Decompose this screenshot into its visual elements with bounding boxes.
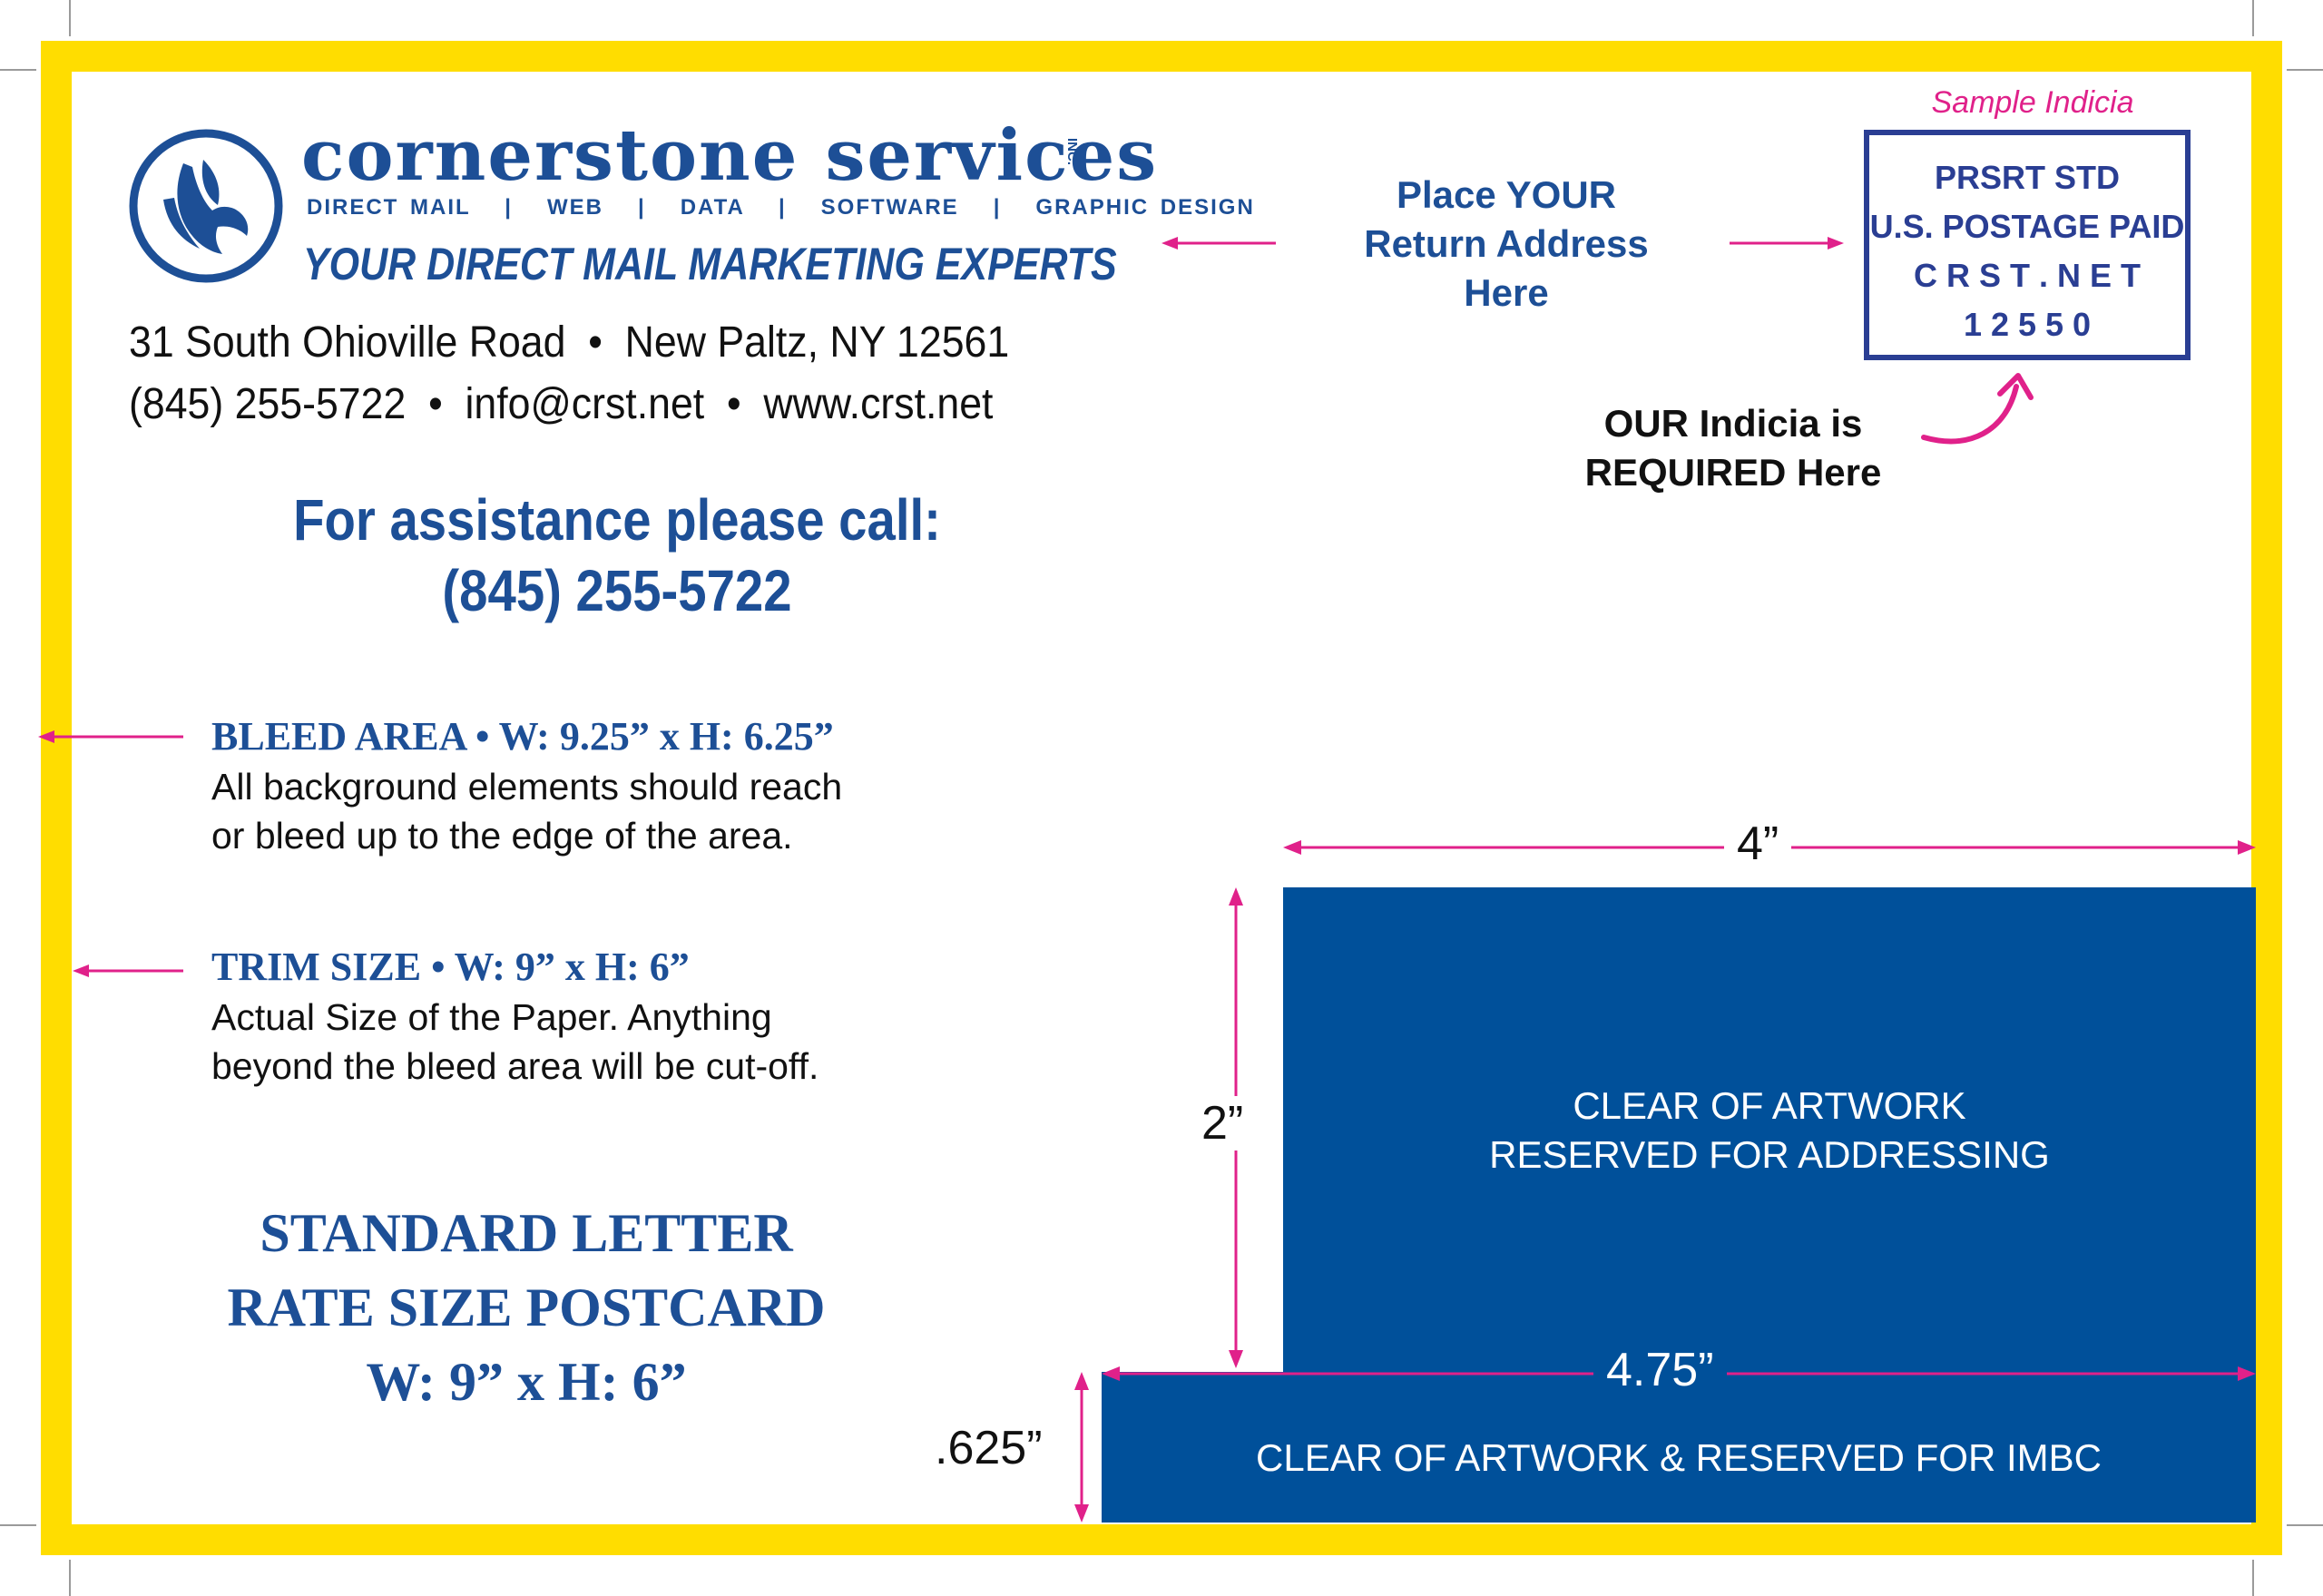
return-line-3: Here: [1464, 271, 1549, 314]
indicia-line-4: 1 2 5 5 0: [1963, 306, 2092, 343]
brand-tagline: YOUR DIRECT MAIL MARKETING EXPERTS: [303, 239, 1117, 289]
dimension-height-625: .625”: [935, 1422, 1043, 1474]
arrow-left-icon: [1162, 237, 1276, 250]
crop-mark: [0, 69, 36, 71]
trim-line-1: Actual Size of the Paper. Anything: [211, 996, 772, 1038]
indicia-box: PRSRT STD U.S. POSTAGE PAID C R S T . N …: [1864, 130, 2191, 360]
service-item: WEB: [546, 195, 603, 220]
trim-line-2: beyond the bleed area will be cut-off.: [211, 1045, 819, 1087]
indicia-line-2: U.S. POSTAGE PAID: [1869, 208, 2185, 245]
standard-line-3: W: 9” x H: 6”: [366, 1352, 687, 1412]
phone: (845) 255-5722: [129, 380, 407, 428]
indicia-line-3: C R S T . N E T: [1913, 257, 2141, 294]
return-line-2: Return Address: [1364, 222, 1649, 265]
address-zone-line-2: RESERVED FOR ADDRESSING: [1489, 1133, 2050, 1176]
separator: |: [778, 195, 787, 220]
indicia-required-note: OUR Indicia is REQUIRED Here: [1543, 399, 1924, 497]
standard-title: STANDARD LETTER RATE SIZE POSTCARD W: 9”…: [181, 1196, 871, 1419]
dimension-height-2: 2”: [1196, 1096, 1250, 1150]
address-line-2: (845) 255-5722 • info@crst.net • www.crs…: [129, 379, 993, 429]
required-line-2: REQUIRED Here: [1584, 451, 1882, 494]
arrow-left-icon: [38, 730, 183, 743]
address-zone-line-1: CLEAR OF ARTWORK: [1573, 1084, 1966, 1127]
bullet: •: [428, 380, 443, 428]
crop-mark: [0, 1524, 36, 1526]
indicia-line-1: PRSRT STD: [1934, 159, 2120, 196]
arrow-left-icon: [73, 964, 183, 977]
standard-line-2: RATE SIZE POSTCARD: [227, 1278, 826, 1337]
crop-mark: [69, 0, 71, 36]
brand-services: DIRECT MAIL | WEB | DATA | SOFTWARE | GR…: [307, 195, 1255, 220]
bleed-line-2: or bleed up to the edge of the area.: [211, 815, 793, 857]
bullet: •: [726, 380, 741, 428]
service-item: DIRECT MAIL: [307, 195, 471, 220]
dimension-width-4: 4”: [1724, 817, 1792, 871]
sample-indicia-label: Sample Indicia: [1931, 85, 2134, 120]
separator: |: [637, 195, 646, 220]
address-zone-label: CLEAR OF ARTWORK RESERVED FOR ADDRESSING: [1283, 1082, 2256, 1180]
eagle-logo-icon: [129, 129, 283, 283]
assistance-phone: (845) 255-5722: [442, 558, 792, 623]
bleed-line-1: All background elements should reach: [211, 766, 843, 808]
imbc-zone-label: CLEAR OF ARTWORK & RESERVED FOR IMBC: [1256, 1436, 2102, 1479]
brand-name: cornerstone services: [301, 114, 1159, 197]
crop-mark: [2287, 69, 2323, 71]
service-item: DATA: [680, 195, 744, 220]
crop-mark: [2252, 0, 2254, 36]
city: New Paltz, NY 12561: [624, 318, 1010, 367]
bullet: •: [588, 318, 603, 367]
trim-title: TRIM SIZE • W: 9” x H: 6”: [211, 945, 690, 989]
arrow-right-icon: [1730, 237, 1844, 250]
standard-line-1: STANDARD LETTER: [260, 1203, 793, 1263]
dimension-arrow-625: [1074, 1372, 1089, 1523]
trim-frame: [41, 41, 2282, 1555]
website-link[interactable]: www.crst.net: [763, 380, 994, 428]
return-line-1: Place YOUR: [1396, 173, 1616, 216]
crop-mark: [2252, 1560, 2254, 1596]
return-address-note: Place YOUR Return Address Here: [1307, 171, 1706, 318]
curved-arrow-icon: [1921, 373, 2034, 445]
crop-mark: [2287, 1524, 2323, 1526]
assistance-heading: For assistance please call:: [293, 487, 941, 553]
bleed-title: BLEED AREA • W: 9.25” x H: 6.25”: [211, 714, 834, 759]
service-item: SOFTWARE: [820, 195, 959, 220]
separator: |: [505, 195, 513, 220]
email-link[interactable]: info@crst.net: [465, 380, 705, 428]
brand-inc: INC.: [1064, 138, 1080, 165]
required-line-1: OUR Indicia is: [1603, 402, 1863, 445]
crop-mark: [69, 1560, 71, 1596]
street: 31 South Ohioville Road: [129, 318, 566, 367]
address-line-1: 31 South Ohioville Road • New Paltz, NY …: [129, 318, 1009, 367]
service-item: GRAPHIC DESIGN: [1035, 195, 1255, 220]
dimension-width-475: 4.75”: [1593, 1343, 1727, 1397]
separator: |: [993, 195, 1002, 220]
